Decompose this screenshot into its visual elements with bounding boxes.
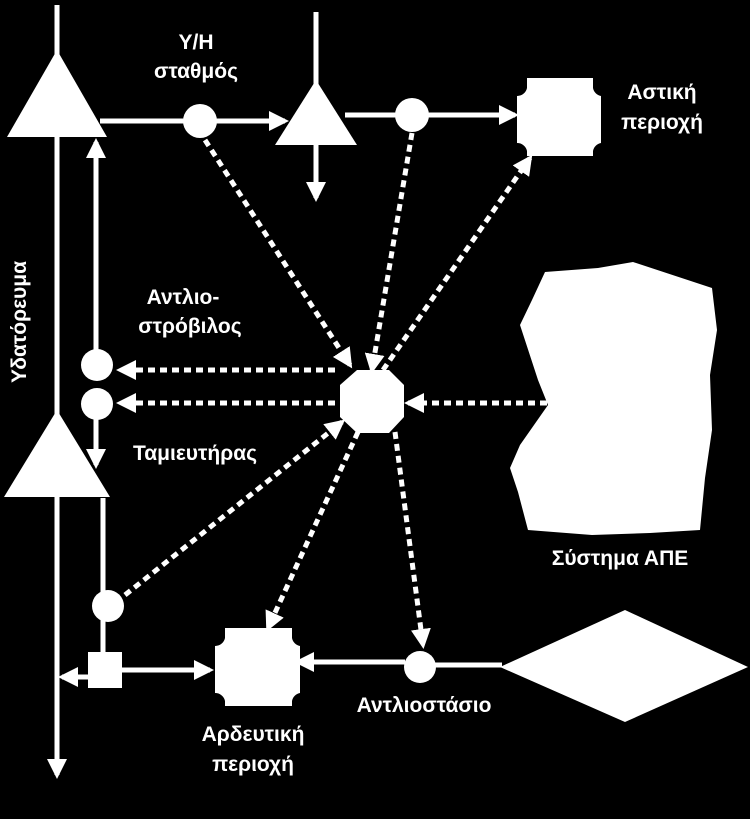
pump-station-node — [404, 651, 436, 683]
pump-turbine-label-line1: Αντλιο- — [147, 286, 220, 309]
junction-square — [88, 652, 122, 688]
irrigation-label-line2: περιοχή — [212, 753, 294, 776]
upper-dam-triangle — [7, 50, 107, 137]
irrigation-label-line1: Αρδευτική — [202, 723, 305, 746]
dotted-center-to-irrigation — [265, 430, 361, 632]
irrigation-area-shape — [215, 628, 300, 706]
station-node — [183, 104, 217, 138]
diamond-source — [500, 610, 748, 722]
pump-turbine-node — [81, 349, 113, 381]
pump-turbine-label-line2: στρόβιλος — [138, 315, 241, 338]
res-system-label: Σύστημα ΑΠΕ — [552, 547, 689, 570]
pump-station-label: Αντλιοστάσιο — [357, 694, 492, 717]
dotted-station-to-center — [202, 138, 353, 369]
lower-node — [92, 590, 124, 622]
urban-node — [395, 98, 429, 132]
station-label-line1: Υ/Η — [178, 31, 213, 54]
urban-area-shape — [517, 78, 601, 156]
central-controller-octagon — [340, 370, 404, 433]
watercourse-label: Υδατόρευμα — [8, 261, 31, 383]
reservoir-node — [81, 388, 113, 420]
station-triangle — [275, 80, 357, 145]
dotted-center-to-pumpstation — [392, 431, 431, 649]
reservoir-label: Ταμιευτήρας — [133, 442, 257, 465]
station-label-line2: σταθμός — [154, 60, 238, 83]
res-system-blob — [510, 262, 717, 535]
dotted-center-to-urban — [380, 154, 533, 372]
urban-label-line2: περιοχή — [621, 111, 703, 134]
dotted-lowernode-to-center — [123, 419, 346, 597]
urban-label-line1: Αστική — [627, 81, 696, 104]
lower-dam-triangle — [4, 410, 110, 497]
dotted-urbannode-to-center — [364, 132, 415, 374]
